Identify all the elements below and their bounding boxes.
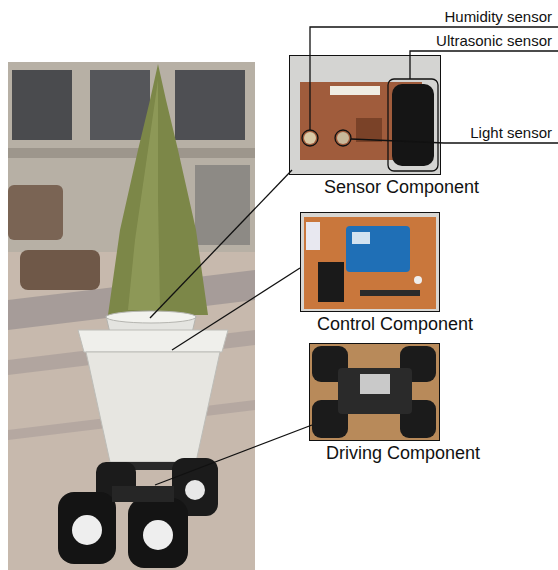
component-caption: Driving Component (325, 443, 481, 463)
component-caption: Sensor Component (323, 177, 480, 197)
sensor-photo (289, 55, 441, 175)
sensor-component: Sensor Component (289, 55, 441, 175)
sensor-label: Humidity sensor (444, 8, 552, 25)
driving-photo (309, 343, 440, 441)
control-component: Control Component (300, 212, 440, 312)
robot-photo (8, 62, 255, 570)
photo-frame (300, 212, 440, 312)
leader-lines (150, 27, 558, 485)
control-photo (300, 212, 440, 312)
component-caption: Control Component (316, 314, 474, 334)
photo-frame (309, 343, 440, 441)
photo-frame (289, 55, 441, 175)
driving-component: Driving Component (309, 343, 440, 441)
sensor-label: Ultrasonic sensor (436, 32, 552, 49)
sensor-label: Light sensor (470, 124, 552, 141)
